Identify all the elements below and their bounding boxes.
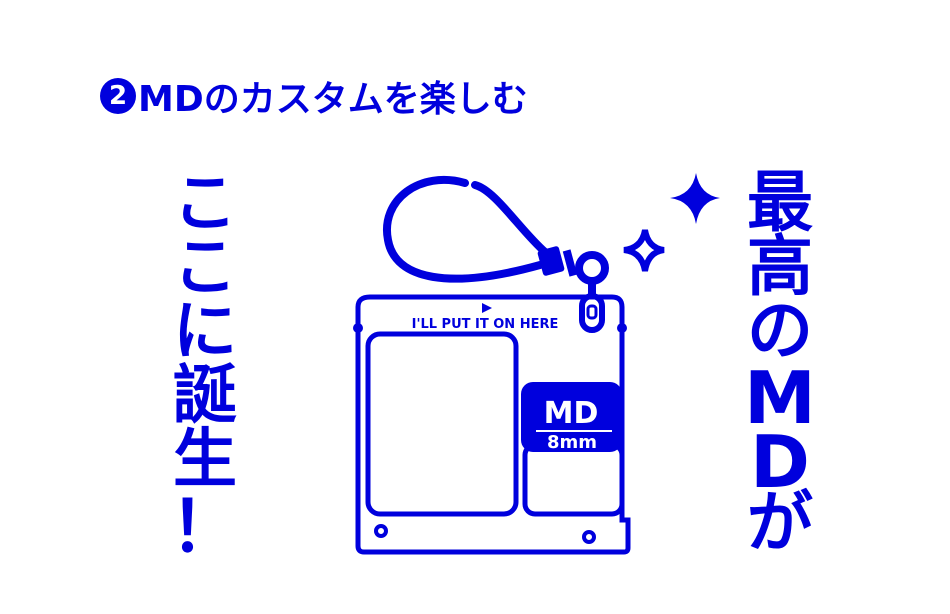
right-char: 高 xyxy=(747,228,813,305)
right-char: 最 xyxy=(747,164,813,241)
left-char: に xyxy=(173,295,237,369)
right-char: が xyxy=(747,484,813,561)
right-vertical-text: 最 高 の M D が xyxy=(740,164,820,561)
left-char: こ xyxy=(173,167,237,241)
left-char: 誕 xyxy=(173,359,237,433)
sparkle-filled-icon xyxy=(670,173,720,224)
keychain-loop-icon xyxy=(382,175,609,333)
left-vertical-text: こ こ に 誕 生 ！ xyxy=(165,167,245,568)
md-body xyxy=(353,294,631,555)
number-badge: 2 xyxy=(100,78,136,114)
left-char: 生 xyxy=(173,423,237,497)
md-logo-icon: MD 8mm xyxy=(521,382,622,453)
heading-text: MDのカスタムを楽しむ xyxy=(138,79,528,120)
right-char: D xyxy=(750,420,810,504)
section-heading: 2 MDのカスタムを楽しむ xyxy=(100,70,528,122)
sparkle-outline-icon xyxy=(623,229,665,272)
right-char: の xyxy=(747,292,813,369)
md-label: I'LL PUT IT ON HERE xyxy=(412,317,559,332)
right-char: M xyxy=(744,356,816,440)
svg-text:8mm: 8mm xyxy=(547,432,597,453)
svg-text:MD: MD xyxy=(544,396,599,431)
left-char: ！ xyxy=(170,486,240,568)
left-char: こ xyxy=(173,231,237,305)
